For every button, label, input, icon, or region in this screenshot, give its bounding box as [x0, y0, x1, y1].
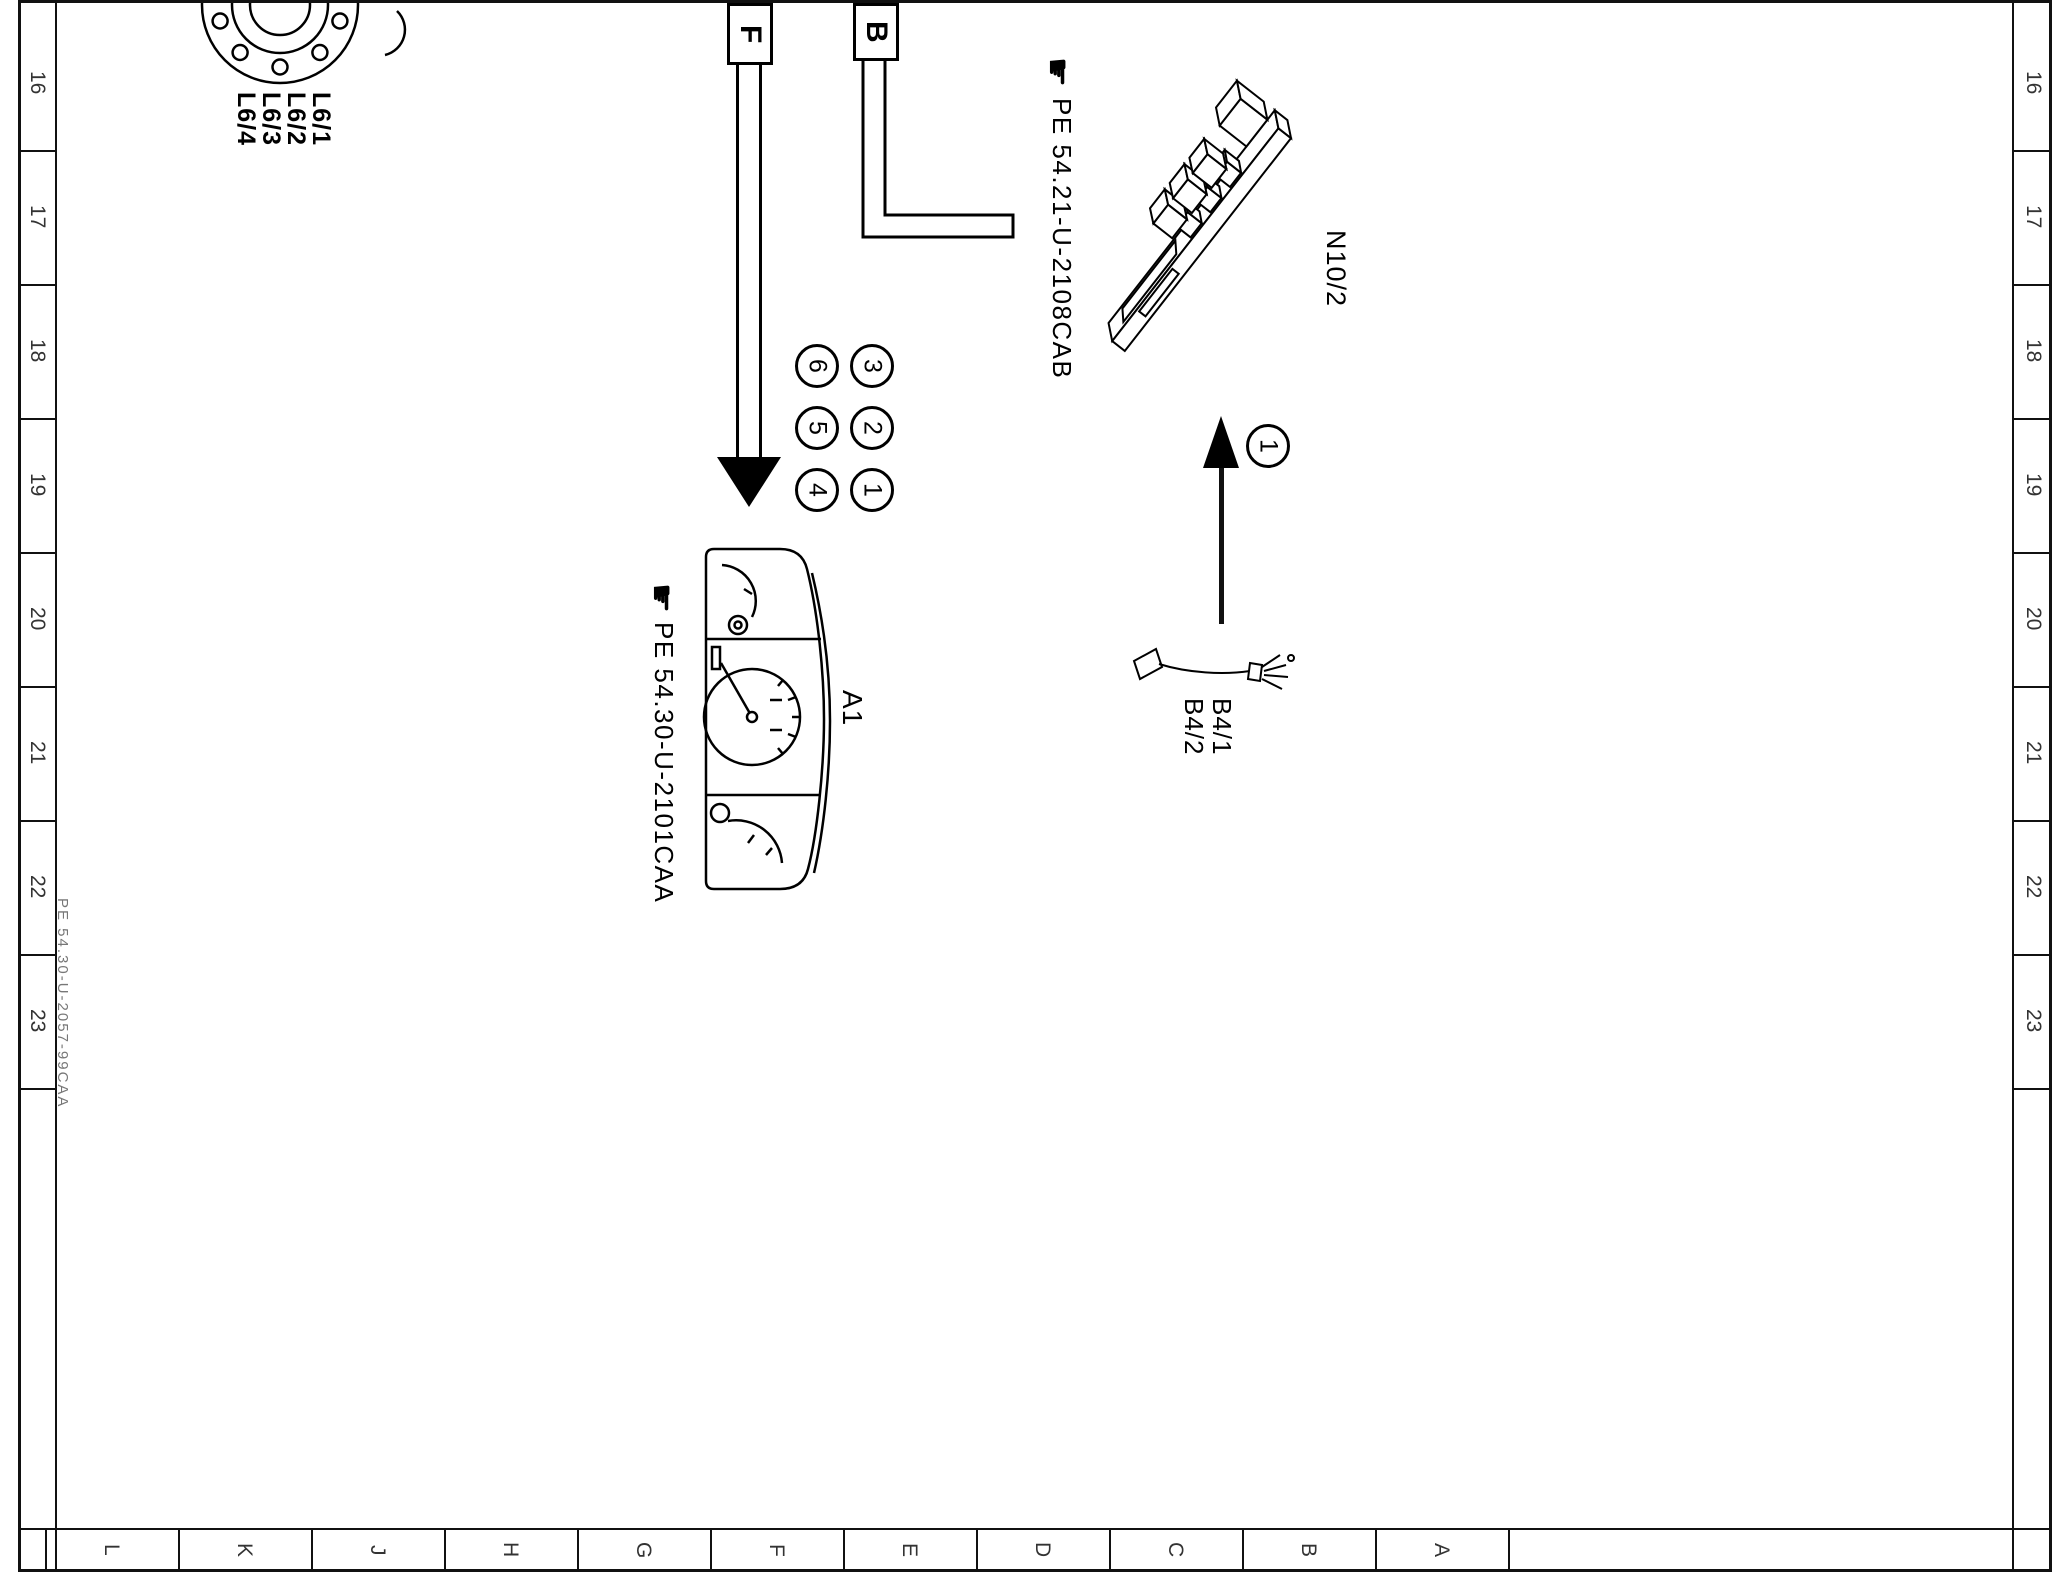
- grid-row-label: 23: [26, 1009, 49, 1033]
- grid-tick: [444, 1529, 446, 1572]
- grid-row-label: 17: [2022, 205, 2045, 229]
- cross-ref-fusebox: PE 54.21-U-2108CAB: [1047, 98, 1077, 380]
- grid-col-label: J: [366, 1544, 389, 1556]
- instrument-cluster-drawing: [688, 543, 853, 898]
- grid-tick: [1508, 1529, 1510, 1572]
- connector-f-box: F: [727, 3, 773, 65]
- grid-tick: [19, 1088, 55, 1090]
- grid-col-label: C: [1164, 1542, 1187, 1558]
- grid-tick: [19, 820, 55, 822]
- grid-row-label: 23: [2022, 1009, 2045, 1033]
- grid-row-label: 20: [2022, 607, 2045, 631]
- grid-tick: [19, 418, 55, 420]
- pin-number: 6: [803, 359, 832, 373]
- grid-tick: [2014, 1088, 2050, 1090]
- grid-col-label: H: [499, 1542, 522, 1558]
- grid-tick: [311, 1529, 313, 1572]
- connector-f-shaft: [736, 65, 762, 457]
- grid-tick: [2014, 552, 2050, 554]
- pin-circle: 3: [850, 344, 894, 388]
- grid-tick: [178, 1529, 180, 1572]
- pin-circle: 1: [850, 468, 894, 512]
- grid-row-label: 18: [26, 339, 49, 363]
- grid-row-label: 18: [2022, 339, 2045, 363]
- pin-circle: 4: [795, 468, 839, 512]
- grid-row-label: 22: [26, 875, 49, 899]
- grid-row-label: 17: [26, 205, 49, 229]
- grid-row-label: 19: [26, 473, 49, 497]
- grid-row-label: 21: [2022, 741, 2045, 765]
- up-arrow-head: [1203, 416, 1239, 468]
- connector-b-label: B: [860, 21, 893, 43]
- grid-col-label: E: [898, 1542, 921, 1557]
- grid-tick: [19, 552, 55, 554]
- connector-b-lead: [855, 61, 1020, 243]
- grid-tick: [19, 284, 55, 286]
- grid-tick: [2014, 686, 2050, 688]
- pin-number: 2: [858, 421, 887, 435]
- aerial-drawing: [1128, 645, 1313, 707]
- instrument-cluster-label: A1: [837, 690, 868, 727]
- pin-number: 1: [858, 483, 887, 497]
- grid-tick: [710, 1529, 712, 1572]
- pointing-hand-icon: ☛: [642, 582, 681, 614]
- grid-row-label: 19: [2022, 473, 2045, 497]
- pin-number: 3: [858, 359, 887, 373]
- doc-number: PE 54.30-U-2057-99CAA: [54, 898, 71, 1109]
- aerial-labels: B4/1 B4/2: [1179, 698, 1237, 756]
- pointing-hand-icon: ☛: [1038, 56, 1077, 88]
- grid-tick: [19, 150, 55, 152]
- grid-tick: [2014, 150, 2050, 152]
- frame-inner-bottom: [18, 1528, 2052, 1530]
- grid-row-label: 20: [26, 607, 49, 631]
- grid-row-label: 22: [2022, 875, 2045, 899]
- grid-tick: [45, 1529, 47, 1572]
- grid-col-label: A: [1430, 1542, 1453, 1557]
- connector-b-box: B: [853, 3, 899, 61]
- callout-1-circle: 1: [1246, 424, 1290, 468]
- grid-tick: [1375, 1529, 1377, 1572]
- pin-number: 5: [803, 421, 832, 435]
- grid-tick: [2014, 820, 2050, 822]
- pin-circle: 2: [850, 406, 894, 450]
- grid-tick: [19, 954, 55, 956]
- grid-col-label: F: [765, 1543, 788, 1557]
- pin-circle: 5: [795, 406, 839, 450]
- grid-tick: [19, 686, 55, 688]
- fuse-relay-box-label: N10/2: [1321, 230, 1351, 308]
- grid-tick: [577, 1529, 579, 1572]
- grid-tick: [843, 1529, 845, 1572]
- pin-number: 4: [803, 483, 832, 497]
- grid-row-label: 16: [26, 71, 49, 95]
- grid-row-label: 21: [26, 741, 49, 765]
- grid-tick: [2014, 954, 2050, 956]
- grid-row-label: 16: [2022, 71, 2045, 95]
- frame-inner-right: [2012, 0, 2014, 1572]
- fuse-relay-box-drawing: [1086, 58, 1341, 358]
- frame-inner-left: [55, 0, 57, 1572]
- grid-col-label: B: [1297, 1542, 1320, 1557]
- wheel-sensor-flange-drawing: [185, 3, 420, 128]
- cross-ref-cluster: PE 54.30-U-2101CAA: [649, 622, 679, 904]
- grid-col-label: K: [233, 1542, 256, 1557]
- frame-outer: [18, 0, 2052, 1572]
- connector-f-label: F: [734, 24, 767, 44]
- wheel-sensor-labels: L6/1 L6/2 L6/3 L6/4: [232, 92, 335, 147]
- grid-tick: [2014, 284, 2050, 286]
- grid-col-label: G: [632, 1541, 655, 1559]
- grid-tick: [1109, 1529, 1111, 1572]
- pin-circle: 6: [795, 344, 839, 388]
- callout-1-number: 1: [1254, 439, 1283, 453]
- connector-f-arrowhead: [717, 457, 781, 507]
- grid-tick: [1242, 1529, 1244, 1572]
- grid-tick: [2014, 418, 2050, 420]
- up-arrow-shaft: [1219, 466, 1224, 624]
- grid-tick: [976, 1529, 978, 1572]
- grid-col-label: D: [1031, 1542, 1054, 1558]
- grid-col-label: L: [100, 1544, 123, 1556]
